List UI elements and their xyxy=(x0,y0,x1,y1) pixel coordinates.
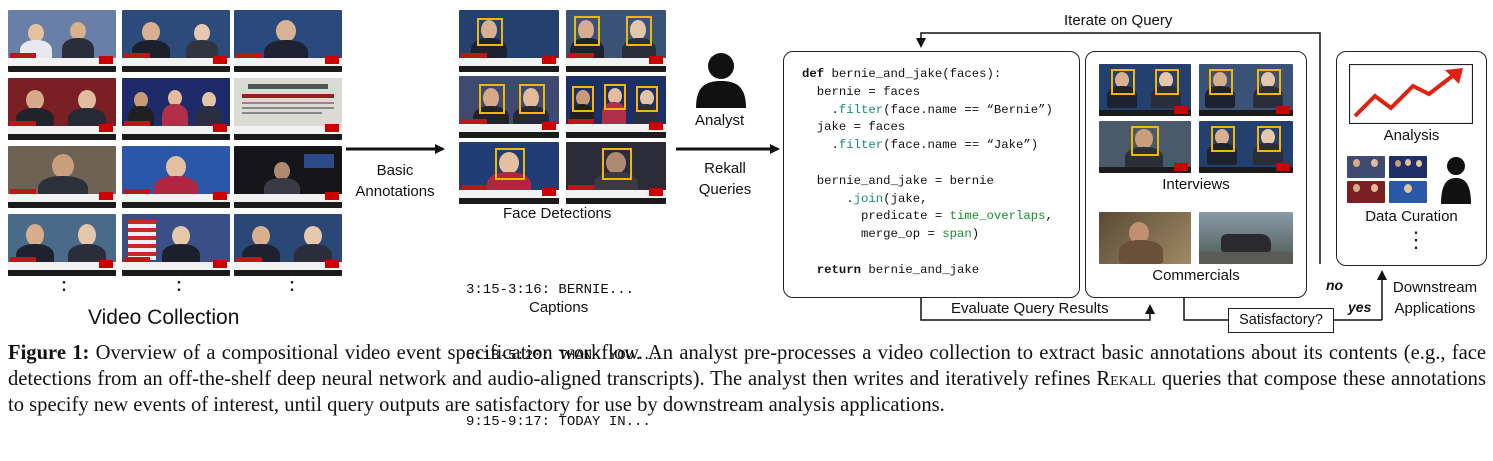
analysis-chart-icon xyxy=(1349,64,1473,124)
query-results-panel: Interviews Commercials xyxy=(1085,51,1307,298)
interview-result-thumbnail[interactable] xyxy=(1199,121,1293,173)
video-thumbnail[interactable] xyxy=(8,78,116,140)
interviews-label: Interviews xyxy=(1162,176,1230,193)
figure-caption-text: Overview of a compositional video event … xyxy=(8,342,1487,390)
commercial-result-thumbnail[interactable] xyxy=(1099,212,1191,264)
curation-thumbnail xyxy=(1389,156,1427,178)
curation-thumbnail xyxy=(1347,181,1385,203)
interview-result-thumbnail[interactable] xyxy=(1099,64,1191,116)
figure-caption-prefix: Figure 1: xyxy=(8,342,90,364)
no-label: no xyxy=(1326,277,1344,293)
video-thumbnail[interactable] xyxy=(122,78,230,140)
caption-line: 5:18-5:20: THANK YOU... xyxy=(466,348,660,364)
curator-person-icon xyxy=(1441,157,1471,204)
video-thumbnail[interactable] xyxy=(122,214,230,276)
rekall-name: Rekall xyxy=(1096,368,1156,390)
video-thumbnail[interactable] xyxy=(234,214,342,276)
video-thumbnail[interactable] xyxy=(234,146,342,208)
analyst-icon xyxy=(696,53,746,108)
iterate-loop-line xyxy=(916,32,1321,264)
video-thumbnail[interactable] xyxy=(234,10,342,72)
interview-result-thumbnail[interactable] xyxy=(1199,64,1293,116)
curation-thumbnail xyxy=(1347,156,1385,178)
analyst-label: Analyst xyxy=(695,112,745,129)
flow-arrows xyxy=(346,32,1387,321)
commercial-result-thumbnail[interactable] xyxy=(1199,212,1293,264)
captions-label: Captions xyxy=(529,299,589,316)
face-detection-thumbnail[interactable] xyxy=(459,10,559,72)
face-detection-thumbnail[interactable] xyxy=(566,10,666,72)
commercials-label: Commercials xyxy=(1152,267,1240,284)
downstream-applications-panel: Analysis Data Curation ⋮ xyxy=(1336,51,1487,266)
caption-line: 3:15-3:16: BERNIE... xyxy=(466,282,635,298)
satisfactory-decision[interactable]: Satisfactory? xyxy=(1228,308,1334,333)
figure-caption-text: queries that compose these annotations t… xyxy=(8,368,1486,416)
video-thumbnail[interactable] xyxy=(122,146,230,208)
face-detection-thumbnail[interactable] xyxy=(459,76,559,138)
yes-label: yes xyxy=(1348,299,1372,315)
face-detection-thumbnail[interactable] xyxy=(566,142,666,204)
face-detection-thumbnail[interactable] xyxy=(459,142,559,204)
video-thumbnail[interactable] xyxy=(234,78,342,140)
figure-caption: Figure 1: Overview of a compositional vi… xyxy=(8,340,1486,418)
satisfactory-line xyxy=(1183,297,1228,321)
query-code[interactable]: def bernie_and_jake(faces): bernie = fac… xyxy=(802,67,1053,277)
curation-thumbnail xyxy=(1389,181,1427,203)
more-applications-ellipsis: ⋮ xyxy=(1405,227,1427,252)
basic-annotations-label: Basic Annotations xyxy=(355,162,435,200)
interview-result-thumbnail[interactable] xyxy=(1099,121,1191,173)
query-code-panel[interactable]: def bernie_and_jake(faces): bernie = fac… xyxy=(783,51,1080,298)
video-thumbnail[interactable] xyxy=(8,214,116,276)
captions-list: 3:15-3:16: BERNIE... 5:18-5:20: THANK YO… xyxy=(466,235,659,455)
face-detections-label: Face Detections xyxy=(503,205,612,222)
evaluate-line xyxy=(920,297,1155,321)
downstream-applications-label: Downstream Applications xyxy=(1392,279,1478,317)
video-thumbnail[interactable] xyxy=(8,146,116,208)
data-curation-label: Data Curation xyxy=(1365,208,1458,225)
caption-line: 9:15-9:17: TODAY IN... xyxy=(466,414,651,430)
face-detection-thumbnail[interactable] xyxy=(566,76,666,138)
evaluate-query-results-label: Evaluate Query Results xyxy=(951,300,1109,317)
video-thumbnail[interactable] xyxy=(122,10,230,72)
iterate-on-query-label: Iterate on Query xyxy=(1062,12,1175,29)
analysis-label: Analysis xyxy=(1383,127,1440,144)
rekall-queries-label: Rekall Queries xyxy=(698,160,752,198)
video-thumbnail[interactable] xyxy=(8,10,116,72)
video-collection-label: Video Collection xyxy=(88,306,240,329)
